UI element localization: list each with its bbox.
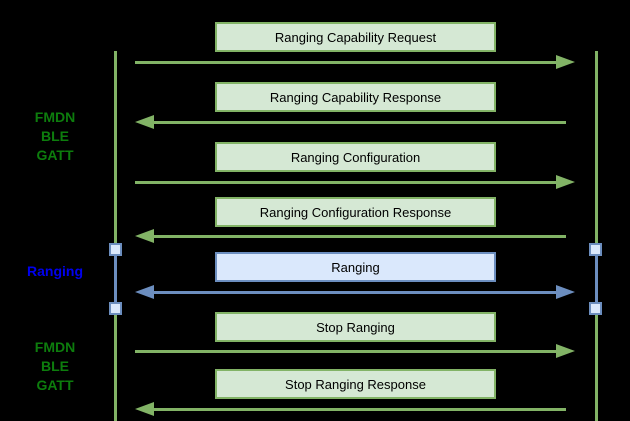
lifeline-right <box>595 51 598 421</box>
arrowhead-left-icon <box>135 229 154 243</box>
message-box-ranging-configuration: Ranging Configuration <box>215 142 496 172</box>
side-label-line: GATT <box>36 377 74 393</box>
message-arrow-line <box>154 408 566 411</box>
side-label-line: FMDN <box>34 339 76 355</box>
arrowhead-right-icon <box>556 344 575 358</box>
arrowhead-right-icon <box>556 175 575 189</box>
arrowhead-left-icon <box>135 285 154 299</box>
arrowhead-left-icon <box>135 402 154 416</box>
arrowhead-left-icon <box>135 115 154 129</box>
side-label-fmdn-ble-gatt-bottom: FMDN BLE GATT <box>15 338 95 395</box>
message-label: Ranging Capability Request <box>274 29 437 45</box>
side-label-line: BLE <box>41 128 69 144</box>
message-arrow-line <box>154 121 566 124</box>
message-label: Ranging <box>331 259 380 275</box>
ranging-activation-segment-right <box>595 250 598 309</box>
side-label-line: BLE <box>41 358 69 374</box>
message-box-ranging: Ranging <box>215 252 496 282</box>
activation-end-marker-left <box>109 302 122 315</box>
activation-start-marker-right <box>589 243 602 256</box>
message-label: Ranging Configuration Response <box>259 204 452 220</box>
message-box-ranging-capability-response: Ranging Capability Response <box>215 82 496 112</box>
side-label-fmdn-ble-gatt-top: FMDN BLE GATT <box>15 108 95 165</box>
side-label-ranging: Ranging <box>15 262 95 281</box>
message-box-ranging-configuration-response: Ranging Configuration Response <box>215 197 496 227</box>
message-arrow-line <box>152 291 558 294</box>
message-box-ranging-capability-request: Ranging Capability Request <box>215 22 496 52</box>
arrowhead-right-icon <box>556 55 575 69</box>
message-label: Ranging Capability Response <box>269 89 442 105</box>
side-label-line: GATT <box>36 147 74 163</box>
message-box-stop-ranging-response: Stop Ranging Response <box>215 369 496 399</box>
message-label: Stop Ranging Response <box>285 376 426 392</box>
message-arrow-line <box>135 350 558 353</box>
message-label: Ranging Configuration <box>290 149 421 165</box>
side-label-line: Ranging <box>27 263 83 279</box>
activation-end-marker-right <box>589 302 602 315</box>
message-arrow-line <box>135 61 558 64</box>
side-label-line: FMDN <box>34 109 76 125</box>
ranging-activation-segment-left <box>114 250 117 309</box>
lifeline-left <box>114 51 117 421</box>
activation-start-marker-left <box>109 243 122 256</box>
arrowhead-right-icon <box>556 285 575 299</box>
message-box-stop-ranging: Stop Ranging <box>215 312 496 342</box>
message-arrow-line <box>154 235 566 238</box>
message-arrow-line <box>135 181 558 184</box>
message-label: Stop Ranging <box>316 319 395 335</box>
